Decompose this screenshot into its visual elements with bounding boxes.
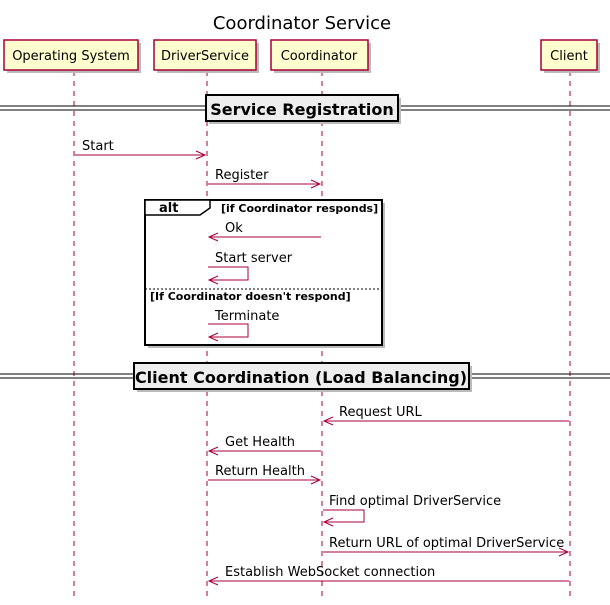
- svg-text:Return Health: Return Health: [215, 464, 305, 479]
- message-ok: Ok: [207, 221, 321, 242]
- svg-text:Return URL of optimal DriverSe: Return URL of optimal DriverService: [329, 536, 564, 551]
- svg-text:Register: Register: [215, 168, 269, 183]
- svg-text:Establish WebSocket connection: Establish WebSocket connection: [225, 565, 435, 580]
- svg-text:Find optimal DriverService: Find optimal DriverService: [329, 494, 501, 509]
- message-return-url: Return URL of optimal DriverService: [323, 536, 570, 557]
- diagram-title: Coordinator Service: [213, 13, 391, 34]
- participant-driver: DriverService: [153, 39, 259, 73]
- divider-client-coordination: Client Coordination (Load Balancing): [0, 362, 610, 392]
- message-return-health: Return Health: [208, 464, 322, 485]
- svg-text:Client Coordination (Load Bala: Client Coordination (Load Balancing): [135, 368, 467, 387]
- message-terminate: Terminate: [207, 309, 279, 342]
- message-register: Register: [208, 168, 322, 189]
- alt-frame: alt [if Coordinator responds] [If Coordi…: [144, 199, 385, 348]
- svg-text:Request URL: Request URL: [339, 405, 422, 420]
- svg-text:Ok: Ok: [225, 221, 243, 236]
- svg-text:Client: Client: [550, 49, 588, 64]
- svg-text:Get Health: Get Health: [225, 435, 295, 450]
- svg-text:Service Registration: Service Registration: [210, 100, 394, 119]
- message-start: Start: [75, 139, 207, 160]
- message-establish-websocket: Establish WebSocket connection: [207, 565, 569, 586]
- svg-text:[If Coordinator doesn't respon: [If Coordinator doesn't respond]: [150, 290, 351, 303]
- participant-coordinator: Coordinator: [270, 39, 371, 73]
- svg-text:Terminate: Terminate: [214, 309, 279, 324]
- message-start-server: Start server: [207, 251, 293, 285]
- message-find-optimal: Find optimal DriverService: [322, 494, 501, 527]
- svg-text:DriverService: DriverService: [161, 49, 249, 64]
- svg-text:alt: alt: [159, 201, 178, 216]
- divider-service-registration: Service Registration: [0, 94, 610, 124]
- svg-text:Operating System: Operating System: [12, 49, 130, 64]
- svg-text:[if Coordinator responds]: [if Coordinator responds]: [221, 202, 378, 215]
- svg-text:Start server: Start server: [215, 251, 293, 266]
- svg-text:Start: Start: [82, 139, 114, 154]
- svg-text:Coordinator: Coordinator: [281, 49, 358, 64]
- participant-client: Client: [540, 39, 600, 73]
- participant-os: Operating System: [3, 39, 141, 73]
- message-request-url: Request URL: [322, 405, 569, 426]
- message-get-health: Get Health: [207, 435, 321, 456]
